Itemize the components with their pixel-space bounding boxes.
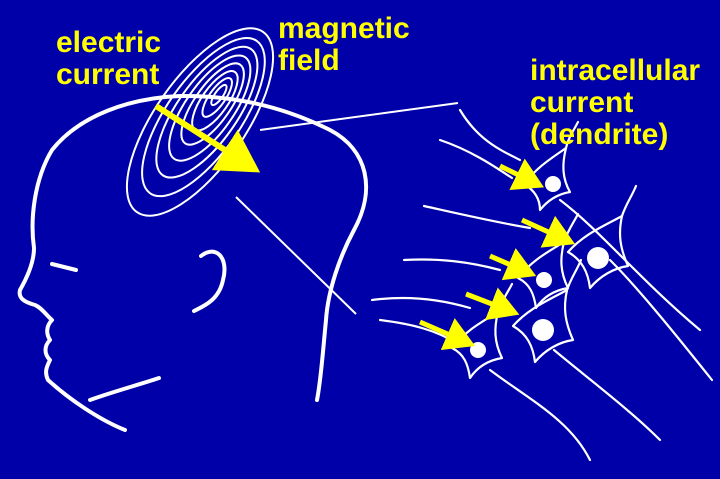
neuron-nucleus (545, 176, 561, 192)
magnetic-field-label-line: field (278, 44, 340, 77)
neuron-soma (450, 310, 504, 380)
field-line (168, 54, 252, 162)
intracellular-arrow (498, 158, 544, 191)
electric-current-arrow (154, 103, 261, 173)
electric-current-label-line: current (56, 58, 160, 91)
intracellular-current-label-line: (dendrite) (530, 118, 669, 151)
neuron-nucleus (470, 342, 486, 358)
axon-fiber (558, 198, 702, 332)
axon-fiber (552, 348, 662, 442)
axon-fiber (488, 368, 592, 462)
dendrite-fiber (458, 108, 522, 162)
dendrite-fiber (402, 258, 502, 272)
magnetic-field-label: magnetic field (278, 13, 410, 77)
intracellular-current-label-line: current (530, 86, 634, 119)
inset-connector-lines (235, 102, 459, 315)
neuron-cluster (370, 108, 714, 462)
connector-line-upper (259, 102, 459, 131)
electric-current-label: electric current (56, 27, 161, 91)
intracellular-arrow (465, 287, 520, 321)
intracellular-arrow (419, 317, 476, 351)
neuron-soma (522, 146, 572, 212)
intracellular-arrow (489, 247, 537, 281)
neuron-nucleus (532, 319, 554, 341)
dendrite-fiber (438, 138, 514, 180)
axon-fiber (608, 258, 714, 382)
neuron (522, 120, 580, 212)
field-line (180, 62, 245, 146)
connector-line-lower (235, 196, 357, 315)
head-profile-line (17, 93, 368, 432)
neuron-soma (511, 288, 575, 364)
field-line (155, 45, 259, 179)
neuron (566, 184, 638, 290)
neuron-dendrite-stub (565, 258, 583, 292)
electric-current-label-line: electric (56, 26, 162, 59)
intracellular-arrow (520, 215, 576, 248)
neuron-nucleus (536, 272, 552, 288)
magnetic-field-label-line: magnetic (278, 12, 410, 45)
field-line (201, 77, 233, 118)
head-eye-line (50, 262, 78, 272)
dendrite-fiber (422, 204, 532, 230)
neuron-nucleus (587, 247, 609, 269)
head-ear-outline (192, 249, 227, 313)
field-line (210, 83, 228, 107)
neuron-dendrite-stub (564, 120, 580, 150)
intracellular-current-label-line: intracellular (530, 54, 701, 87)
neuron-soma (566, 214, 630, 290)
head-jaw-line (88, 376, 161, 402)
dendrite-fibers (370, 108, 714, 462)
intracellular-current-label: intracellular current (dendrite) (530, 55, 700, 151)
dendrite-fiber (370, 296, 472, 310)
intracellular-current-arrows (419, 158, 576, 351)
head-outline (17, 93, 368, 432)
neuron (511, 258, 583, 364)
neuron-dendrite-stub (620, 184, 638, 218)
